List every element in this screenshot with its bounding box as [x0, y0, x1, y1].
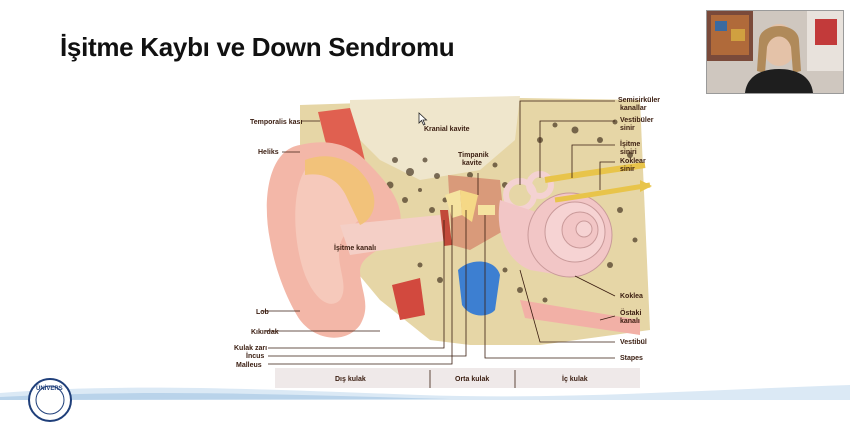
label-isitme-siniri-2: siniri: [620, 149, 637, 156]
nerve-tip: [640, 180, 652, 192]
label-koklea: Koklea: [620, 293, 643, 300]
label-malleus: Malleus: [236, 362, 262, 369]
auricular-cartilage: [305, 156, 375, 225]
canal-cartilage: [392, 278, 425, 320]
presentation-slide: İşitme Kaybı ve Down Sendromu: [0, 10, 850, 422]
pinna-inner: [295, 169, 366, 304]
label-timpanik-2: kavite: [462, 160, 482, 167]
label-ostaki-2: kanalı: [620, 318, 640, 325]
tympanic-membrane: [440, 210, 452, 246]
label-timpanik-1: Timpanik: [458, 152, 489, 159]
label-kranial: Kranial kavite: [424, 126, 470, 133]
university-logo: ÜNİVERS: [28, 378, 72, 422]
leader-lines: [262, 100, 616, 365]
mouse-cursor-icon: [418, 112, 428, 126]
label-lob: Lob: [256, 309, 269, 316]
label-koklear-1: Koklear: [620, 158, 646, 165]
label-ostaki-1: Östaki: [620, 308, 641, 317]
label-incus: İncus: [246, 352, 264, 360]
label-stapes: Stapes: [620, 355, 643, 362]
label-isitme-siniri-1: İşitme: [620, 140, 640, 148]
stapes-bone: [478, 205, 495, 215]
label-heliks: Heliks: [258, 149, 279, 156]
malleus-bone: [445, 190, 462, 218]
eustachian-tube-lower: [520, 300, 640, 335]
incus-bone: [460, 190, 478, 222]
label-vestibuler-1: Vestibüler: [620, 117, 654, 124]
label-kikirdak: Kıkırdak: [251, 329, 279, 336]
webcam-feed: [707, 11, 843, 93]
label-isitme-kanali: İşitme kanalı: [334, 244, 376, 252]
ear-anatomy-diagram: Temporalis kası Heliks Lob Kıkırdak Kula…: [234, 96, 660, 388]
vestibular-nerve: [544, 162, 646, 183]
ear-canal: [340, 215, 450, 255]
label-semisirkuler-1: Semisirküler: [618, 97, 660, 104]
caption-dis-kulak: Dış kulak: [335, 376, 366, 383]
eustachian-tube: [458, 261, 500, 316]
label-vestibul: Vestibül: [620, 339, 647, 346]
university-logo-text: ÜNİVERS: [36, 385, 63, 392]
label-temporalis: Temporalis kası: [250, 119, 302, 126]
webcam-video-tile[interactable]: [706, 10, 844, 94]
caption-bar: [275, 368, 640, 388]
label-semisirkuler-2: kanallar: [620, 105, 647, 112]
caption-orta-kulak: Orta kulak: [455, 376, 489, 383]
label-vestibuler-2: sinir: [620, 125, 635, 132]
slide-footer-wave: [0, 385, 850, 400]
cochlea: [527, 192, 613, 278]
label-kulak-zari: Kulak zarı: [234, 345, 267, 352]
caption-ic-kulak: İç kulak: [562, 375, 588, 383]
label-koklear-2: sinir: [620, 166, 635, 173]
slide-title: İşitme Kaybı ve Down Sendromu: [60, 32, 455, 62]
